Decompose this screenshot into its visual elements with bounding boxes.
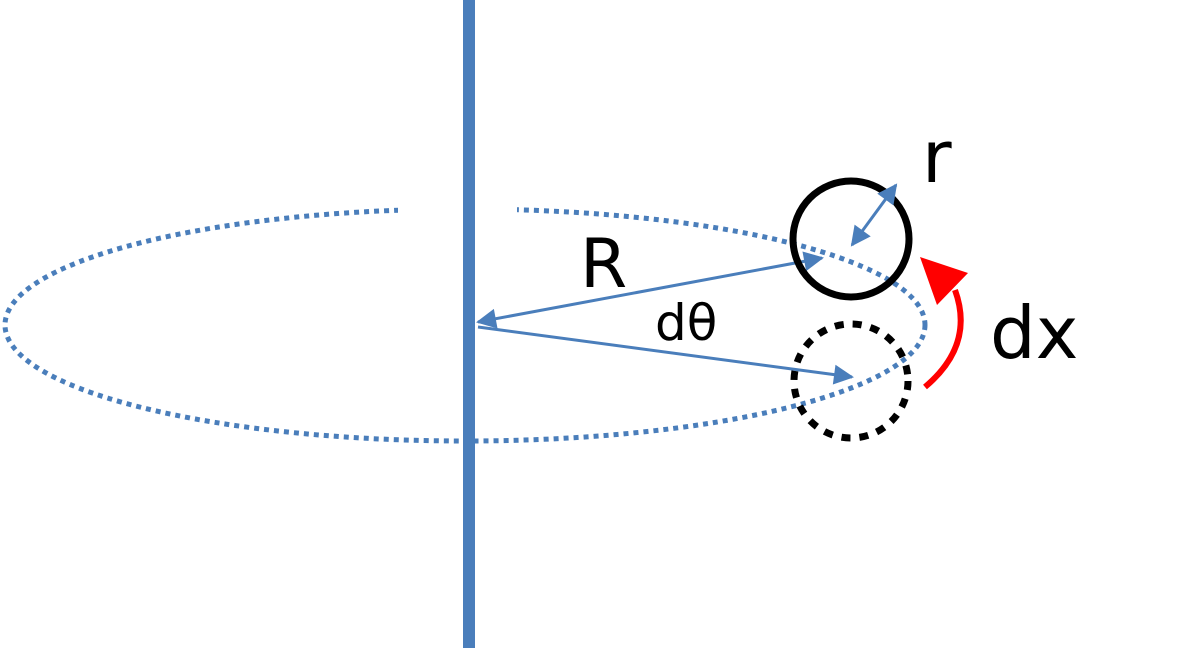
label-R: R [580, 225, 627, 304]
label-dtheta: dθ [655, 294, 717, 352]
small-radius-arrow [850, 183, 898, 247]
radius-arrow-lower [477, 325, 854, 385]
body-circle-previous [790, 320, 912, 442]
radius-arrow-upper [476, 251, 824, 329]
label-dx: dx [990, 291, 1078, 375]
body-circle-current [789, 177, 913, 301]
displacement-arrow [923, 288, 964, 390]
orbit-gap [398, 198, 517, 218]
displacement-arrow-head [920, 257, 968, 305]
label-r: r [922, 115, 952, 199]
